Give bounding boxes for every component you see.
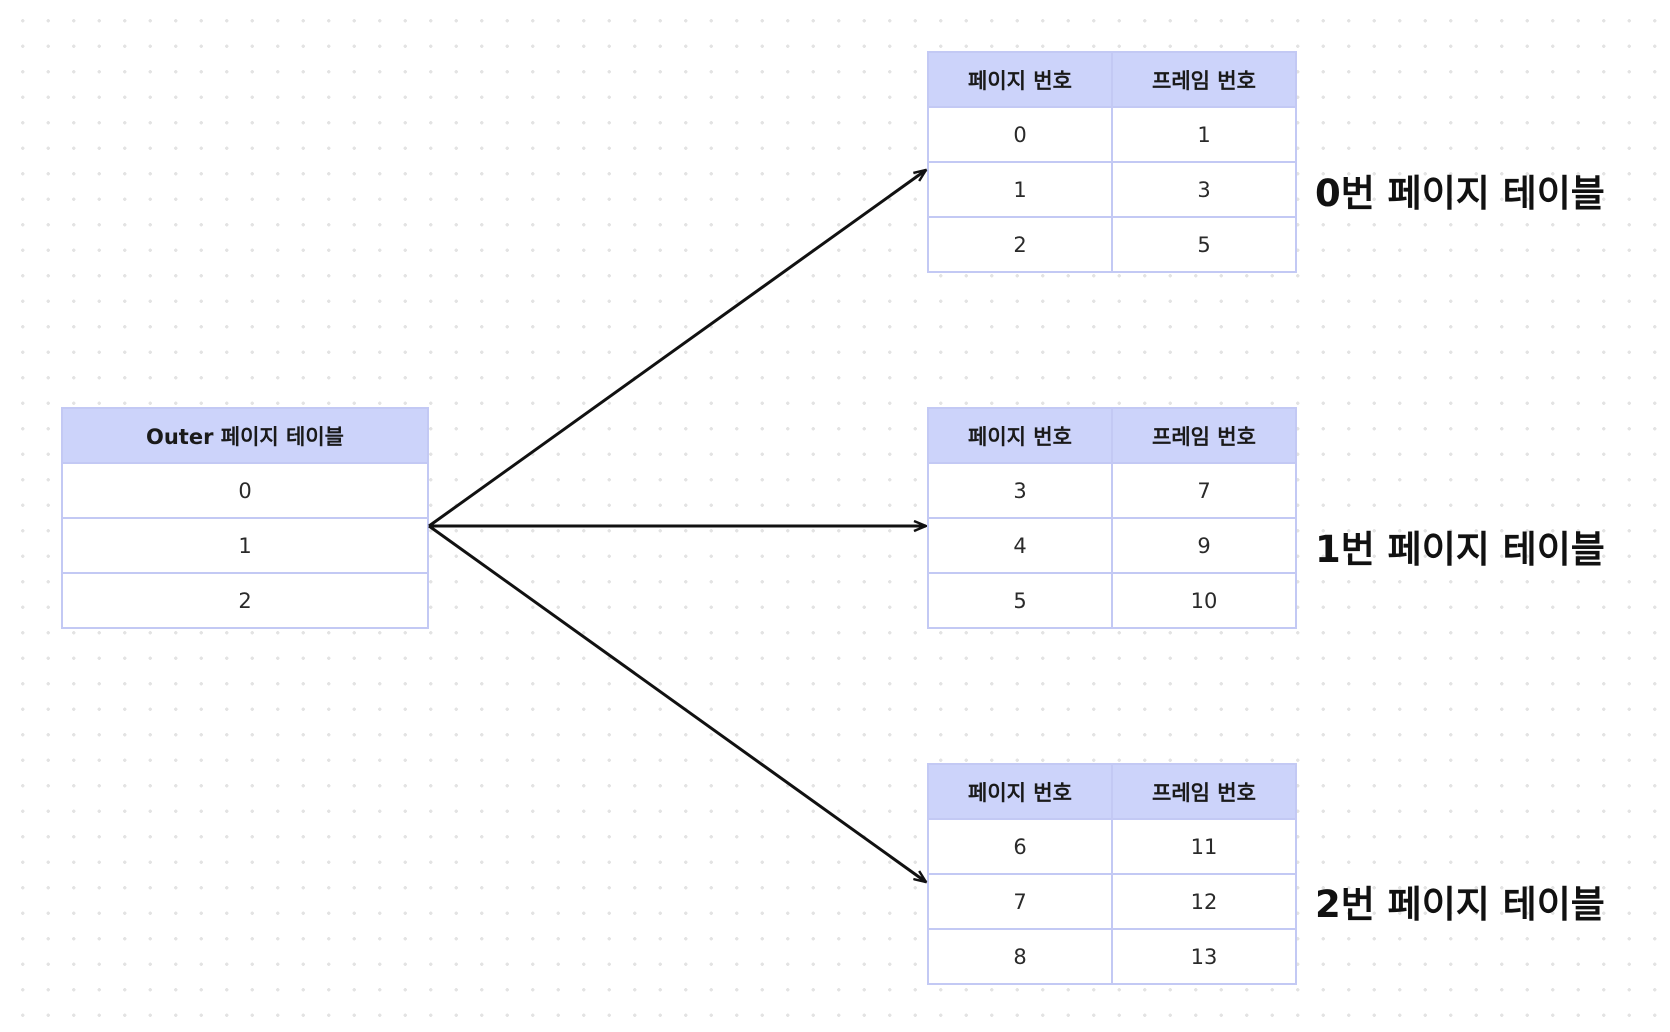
- page-table-2: 페이지 번호 프레임 번호 6 11 7 12 8 13: [927, 763, 1297, 985]
- outer-page-table: Outer 페이지 테이블 0 1 2: [61, 407, 429, 629]
- page-number-cell: 8: [927, 928, 1113, 985]
- page-number-cell: 0: [927, 106, 1113, 163]
- frame-number-cell: 9: [1111, 517, 1297, 574]
- page-table-0: 페이지 번호 프레임 번호 0 1 1 3 2 5: [927, 51, 1297, 273]
- frame-number-header: 프레임 번호: [1111, 51, 1297, 108]
- outer-table-entry-2: 2: [61, 572, 429, 629]
- outer-table-header: Outer 페이지 테이블: [61, 407, 429, 464]
- page-table-2-label: 2번 페이지 테이블: [1315, 883, 1605, 926]
- outer-table-entry-1: 1: [61, 517, 429, 574]
- frame-number-header: 프레임 번호: [1111, 763, 1297, 820]
- page-number-cell: 7: [927, 873, 1113, 930]
- page-table-1-label: 1번 페이지 테이블: [1315, 528, 1605, 571]
- page-table-0-label: 0번 페이지 테이블: [1315, 172, 1605, 215]
- page-number-cell: 4: [927, 517, 1113, 574]
- frame-number-header: 프레임 번호: [1111, 407, 1297, 464]
- page-number-cell: 2: [927, 216, 1113, 273]
- frame-number-cell: 1: [1111, 106, 1297, 163]
- page-table-1: 페이지 번호 프레임 번호 3 7 4 9 5 10: [927, 407, 1297, 629]
- frame-number-cell: 3: [1111, 161, 1297, 218]
- page-number-header: 페이지 번호: [927, 51, 1113, 108]
- pointer-arrow-to-table-2: [428, 524, 926, 882]
- outer-table-entry-0: 0: [61, 462, 429, 519]
- page-number-cell: 5: [927, 572, 1113, 629]
- frame-number-cell: 13: [1111, 928, 1297, 985]
- page-number-header: 페이지 번호: [927, 407, 1113, 464]
- frame-number-cell: 10: [1111, 572, 1297, 629]
- page-number-header: 페이지 번호: [927, 763, 1113, 820]
- page-number-cell: 3: [927, 462, 1113, 519]
- frame-number-cell: 12: [1111, 873, 1297, 930]
- frame-number-cell: 11: [1111, 818, 1297, 875]
- frame-number-cell: 7: [1111, 462, 1297, 519]
- page-number-cell: 6: [927, 818, 1113, 875]
- frame-number-cell: 5: [1111, 216, 1297, 273]
- pointer-arrow-to-table-0: [428, 170, 926, 528]
- page-number-cell: 1: [927, 161, 1113, 218]
